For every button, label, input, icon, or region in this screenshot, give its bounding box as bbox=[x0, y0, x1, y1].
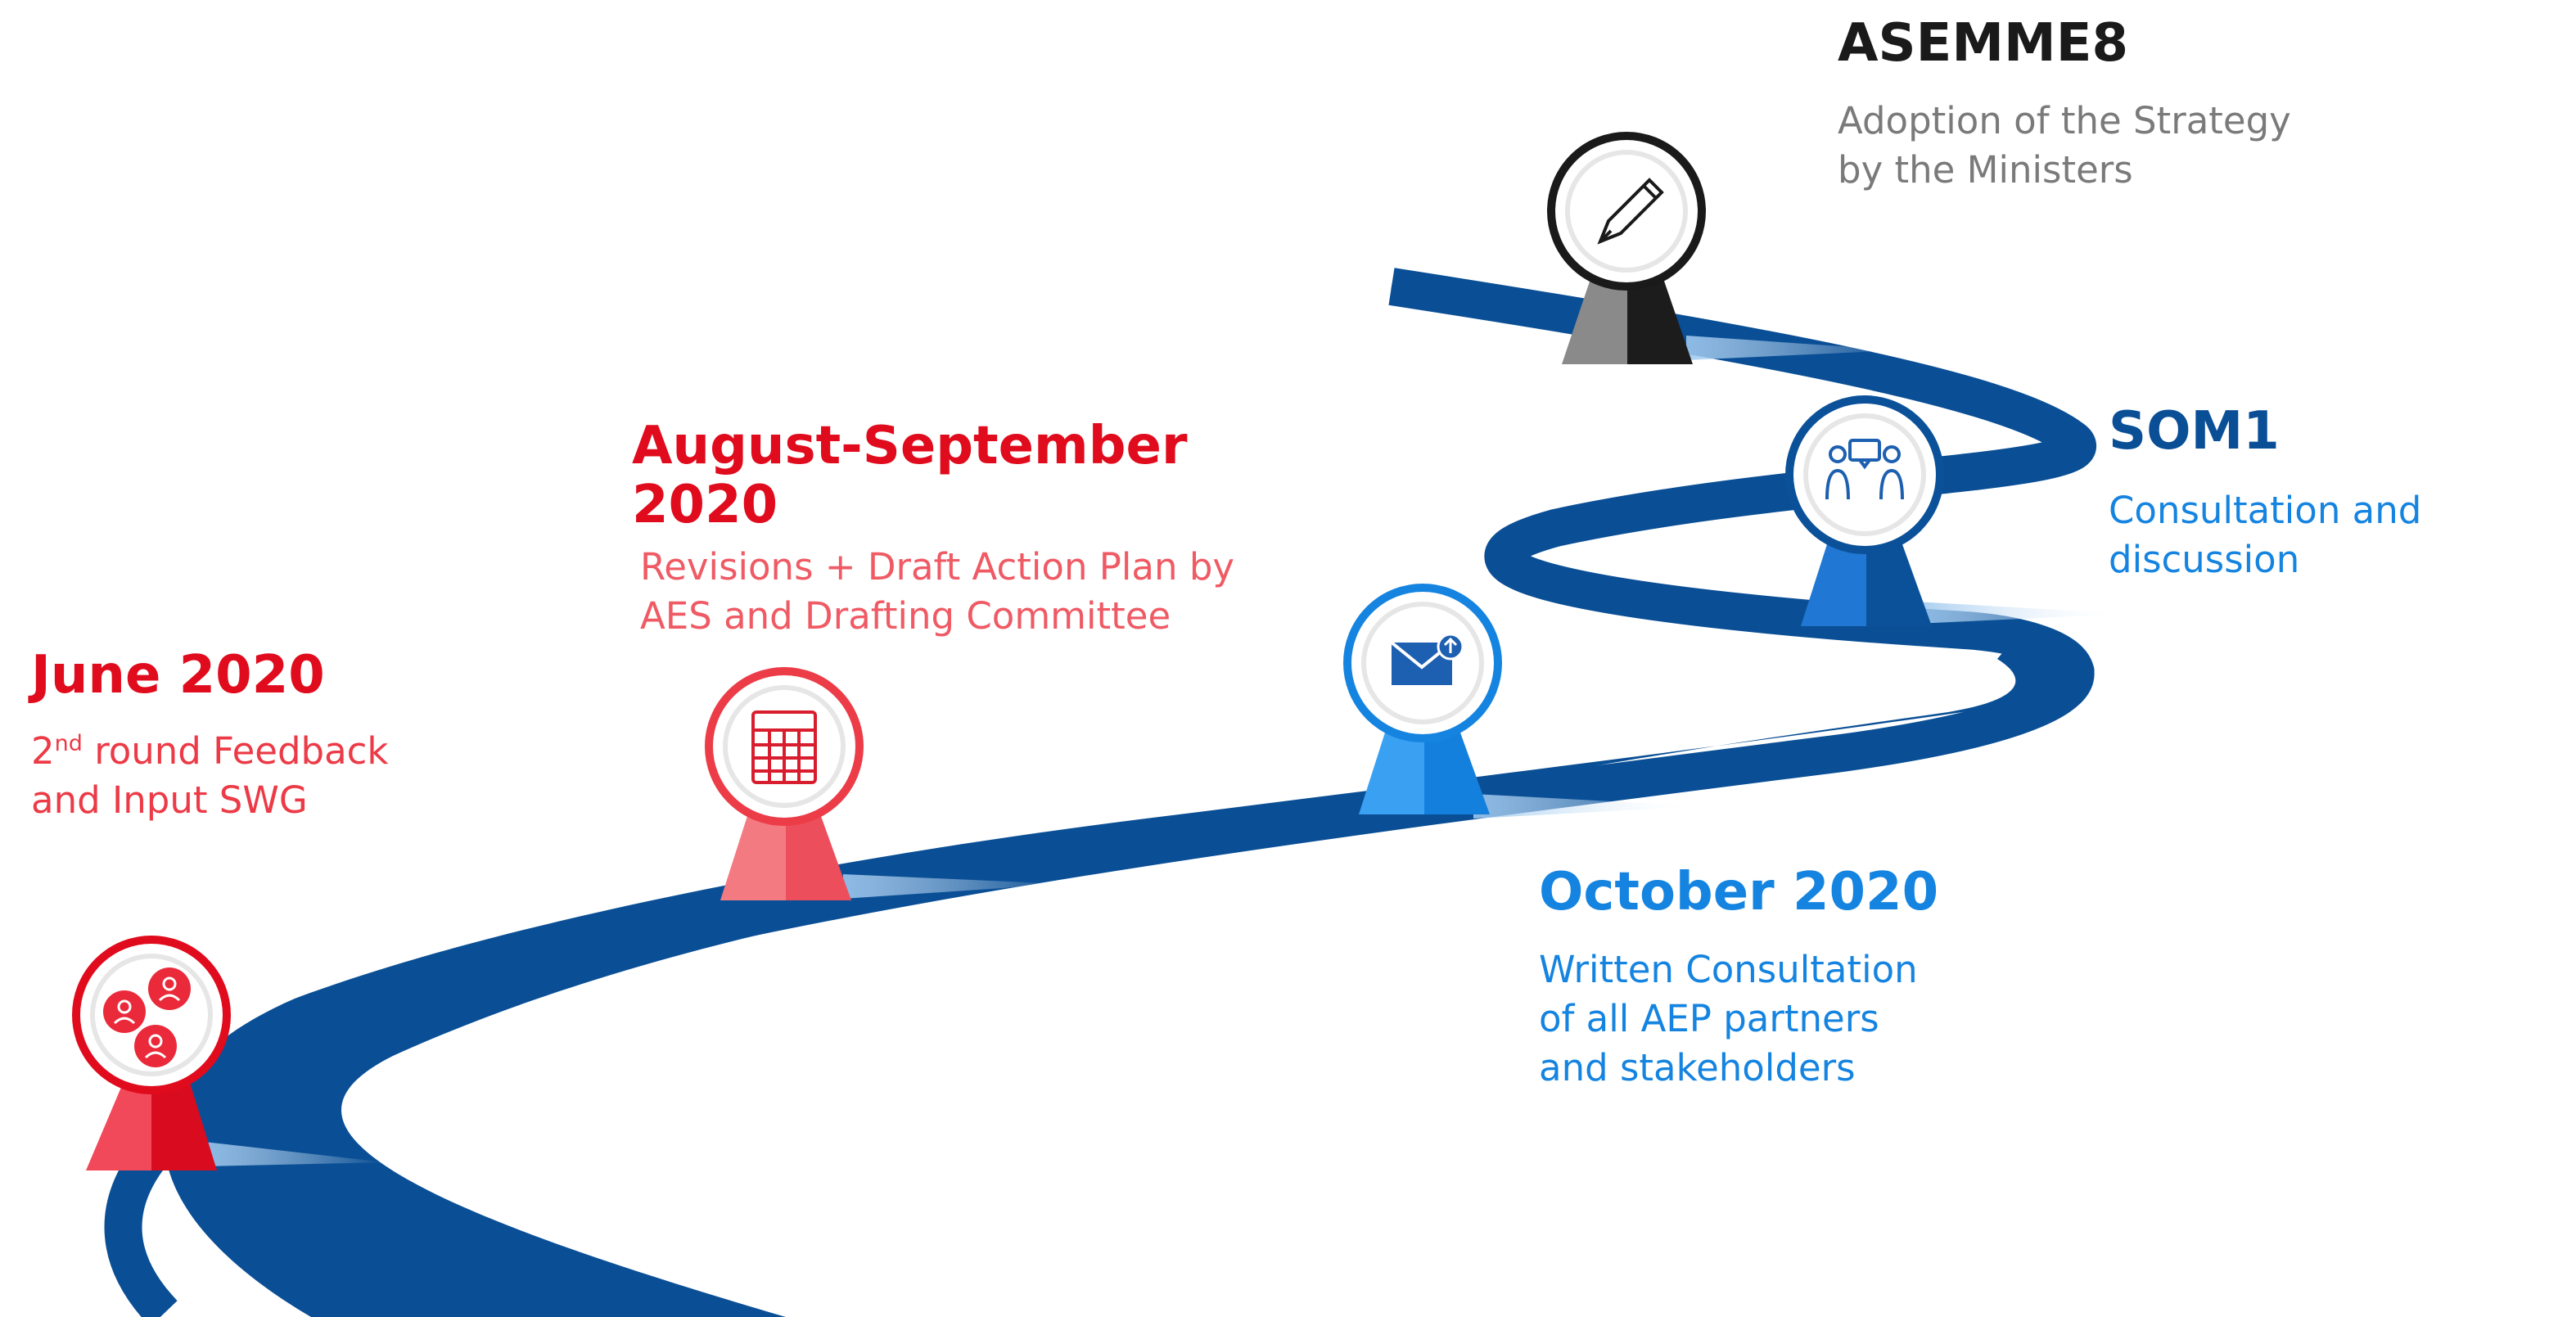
spreadsheet-icon bbox=[751, 710, 817, 784]
shine-june bbox=[205, 1142, 385, 1166]
marker-june bbox=[72, 936, 231, 1170]
marker-june-stand bbox=[86, 1064, 217, 1170]
marker-som1 bbox=[1785, 395, 1944, 626]
milestone-asemme-line1: Adoption of the Strategy bbox=[1838, 98, 2291, 142]
shine-aug bbox=[843, 874, 1064, 899]
marker-oct-stand bbox=[1359, 712, 1490, 814]
milestone-june-title: June 2020 bbox=[31, 645, 325, 706]
milestone-oct-line3: and stakeholders bbox=[1539, 1045, 1856, 1089]
milestone-october: October 2020 Written Consultation of all… bbox=[1539, 862, 1939, 1093]
milestone-asemme-title: ASEMME8 bbox=[1838, 13, 2128, 74]
people-group-icon bbox=[103, 967, 191, 1067]
marker-asemme-stand bbox=[1562, 262, 1693, 364]
milestone-oct-line2: of all AEP partners bbox=[1539, 996, 1879, 1040]
marker-som1-stand bbox=[1801, 524, 1932, 626]
milestone-aug-sep: August-September 2020 Revisions + Draft … bbox=[632, 417, 1234, 641]
road-near-band bbox=[164, 819, 1146, 1317]
milestone-oct-title: October 2020 bbox=[1539, 862, 1939, 922]
marker-october bbox=[1343, 584, 1502, 814]
milestone-aug-line1: Revisions + Draft Action Plan by bbox=[640, 545, 1235, 589]
milestone-asemme-desc: Adoption of the Strategy by the Minister… bbox=[1838, 97, 2291, 195]
milestone-som1: SOM1 Consultation and discussion bbox=[2109, 401, 2421, 584]
shine-som1 bbox=[1915, 602, 2128, 624]
milestone-aug-title-line1: August-September bbox=[632, 416, 1188, 476]
marker-som1-inner bbox=[1803, 413, 1926, 536]
milestone-asemme8: ASEMME8 Adoption of the Strategy by the … bbox=[1838, 13, 2291, 195]
shine-asemme bbox=[1686, 336, 1899, 360]
milestone-som1-title: SOM1 bbox=[2109, 401, 2280, 462]
shine-oct bbox=[1473, 794, 1703, 819]
milestone-june: June 2020 2nd round Feedback and Input S… bbox=[31, 645, 388, 825]
milestone-oct-line1: Written Consultation bbox=[1539, 947, 1918, 991]
marker-asemme8 bbox=[1547, 132, 1706, 364]
milestone-som1-desc: Consultation and discussion bbox=[2109, 486, 2421, 584]
envelope-upload-icon bbox=[1390, 633, 1464, 685]
milestone-asemme-line2: by the Ministers bbox=[1838, 147, 2133, 192]
marker-asemme-inner bbox=[1565, 150, 1688, 273]
marker-aug-stand bbox=[720, 798, 851, 900]
marker-aug-sep bbox=[705, 667, 864, 900]
milestone-aug-title-line2: 2020 bbox=[632, 474, 778, 535]
milestone-som1-line2: discussion bbox=[2109, 537, 2300, 581]
milestone-june-ordinal-suffix: nd bbox=[54, 730, 83, 756]
milestone-june-line2: and Input SWG bbox=[31, 778, 308, 822]
milestone-june-ordinal: 2 bbox=[31, 728, 55, 773]
meeting-discussion-icon bbox=[1825, 439, 1904, 500]
milestone-som1-line1: Consultation and bbox=[2109, 488, 2422, 532]
milestone-aug-desc: Revisions + Draft Action Plan by AES and… bbox=[640, 543, 1234, 641]
milestone-aug-line2: AES and Drafting Committee bbox=[640, 594, 1171, 638]
milestone-june-line1: round Feedback bbox=[82, 728, 389, 773]
milestone-june-desc: 2nd round Feedback and Input SWG bbox=[31, 727, 388, 825]
milestone-oct-desc: Written Consultation of all AEP partners… bbox=[1539, 945, 1938, 1093]
pen-signing-icon bbox=[1597, 178, 1664, 245]
milestone-aug-title: August-September 2020 bbox=[632, 417, 1234, 534]
